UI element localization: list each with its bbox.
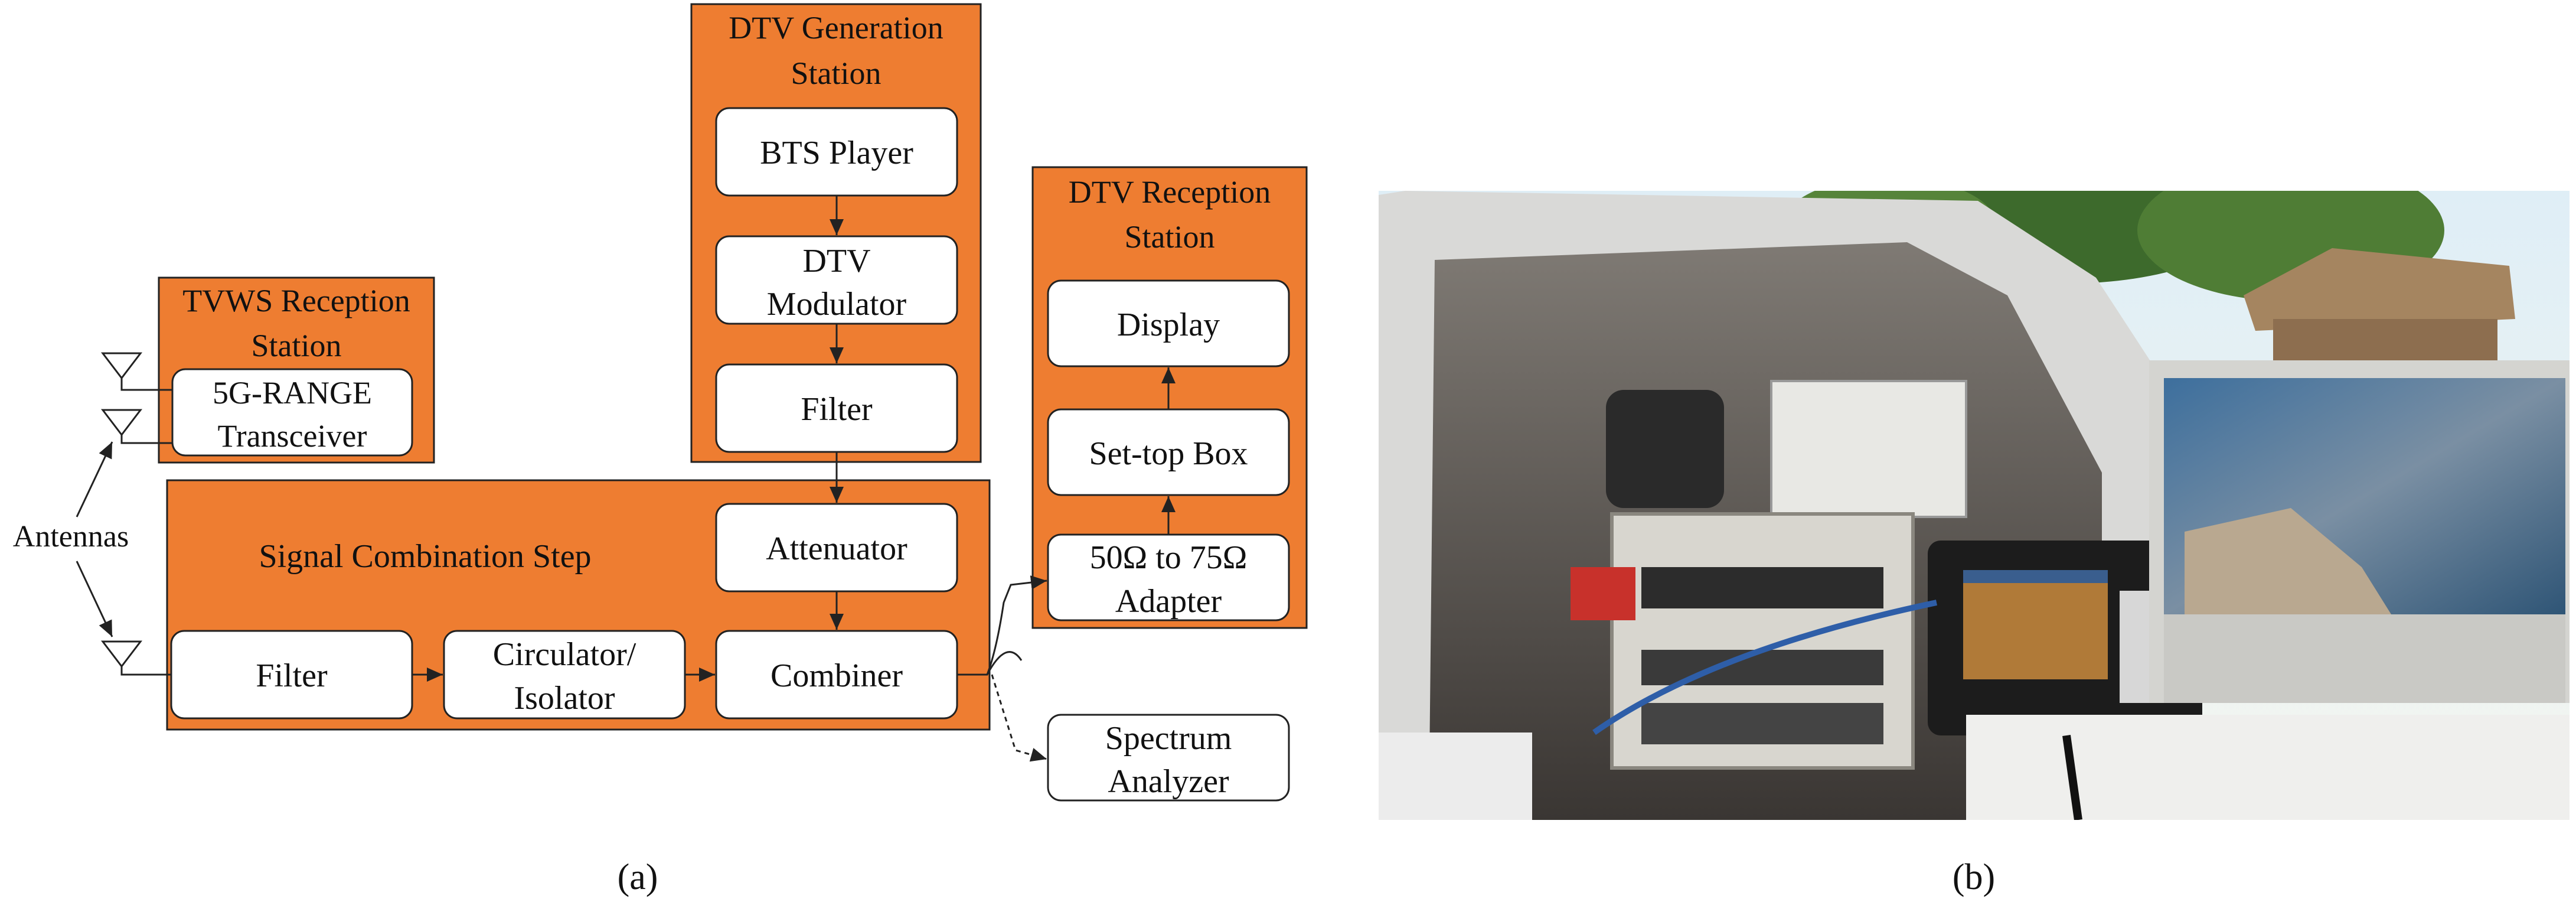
set-top-box-block: Set-top Box: [1047, 408, 1290, 496]
dtv-modulator-label-2: Modulator: [767, 286, 907, 323]
dtv-modulator-block: DTV Modulator: [715, 235, 958, 325]
adapter-label-1: 50Ω to 75Ω: [1090, 539, 1248, 576]
antenna-pointer-arrows: [76, 441, 113, 637]
field-setup-photo: (b): [1379, 191, 2570, 897]
signal-combination-title: Signal Combination Step: [259, 538, 591, 575]
set-top-box-label: Set-top Box: [1089, 435, 1248, 472]
transceiver-label-2: Transceiver: [218, 418, 367, 454]
dtv-reception-title-2: Station: [1124, 219, 1214, 255]
wire-antenna2-transceiver: [120, 435, 172, 444]
transceiver-label-1: 5G-RANGE: [213, 375, 372, 411]
combiner-label: Combiner: [770, 657, 903, 694]
display-label: Display: [1117, 307, 1220, 343]
combination-filter-block: Filter: [170, 630, 413, 720]
caption-a: (a): [618, 857, 658, 897]
system-diagram: DTV Generation Station TVWS Reception St…: [13, 3, 1308, 897]
adapter-block: 50Ω to 75Ω Adapter: [1047, 533, 1290, 621]
antenna-icon: [100, 352, 143, 668]
display-block: Display: [1047, 279, 1290, 367]
dtv-generation-title-2: Station: [791, 56, 881, 91]
arrow-to-lower-antenna: [76, 561, 113, 637]
dtv-modulator-label-1: DTV: [802, 243, 870, 279]
combiner-block: Combiner: [715, 630, 958, 720]
transceiver-block: 5G-RANGE Transceiver: [171, 368, 413, 457]
tvws-reception-title-1: TVWS Reception: [182, 283, 410, 318]
combination-filter-label: Filter: [256, 657, 328, 694]
attenuator-label: Attenuator: [766, 530, 907, 567]
generation-filter-label: Filter: [801, 391, 873, 428]
circulator-label-1: Circulator/: [493, 636, 636, 673]
antennas-label: Antennas: [13, 520, 129, 554]
bts-player-label: BTS Player: [760, 135, 913, 171]
spectrum-analyzer-label-2: Analyzer: [1108, 763, 1229, 800]
generation-filter-block: Filter: [715, 363, 958, 453]
wire-antenna1-transceiver: [120, 378, 172, 391]
dtv-reception-title-1: DTV Reception: [1069, 174, 1271, 210]
bts-player-block: BTS Player: [715, 107, 958, 197]
circulator-block: Circulator/ Isolator: [443, 630, 686, 720]
circulator-label-2: Isolator: [514, 680, 615, 717]
spectrum-analyzer-block: Spectrum Analyzer: [1047, 714, 1290, 802]
adapter-label-2: Adapter: [1115, 583, 1222, 620]
dtv-generation-title-1: DTV Generation: [729, 10, 943, 45]
spectrum-analyzer-label-1: Spectrum: [1105, 720, 1232, 757]
tvws-reception-title-2: Station: [251, 328, 341, 363]
caption-b: (b): [1953, 857, 1995, 897]
curve-combiner-output: [986, 651, 1023, 675]
arrow-to-upper-antenna: [76, 441, 113, 517]
wire-antenna3-filter: [120, 666, 171, 676]
attenuator-block: Attenuator: [715, 503, 958, 593]
arrow-combiner-to-analyzer: [991, 674, 1047, 762]
connections: [120, 196, 1176, 762]
